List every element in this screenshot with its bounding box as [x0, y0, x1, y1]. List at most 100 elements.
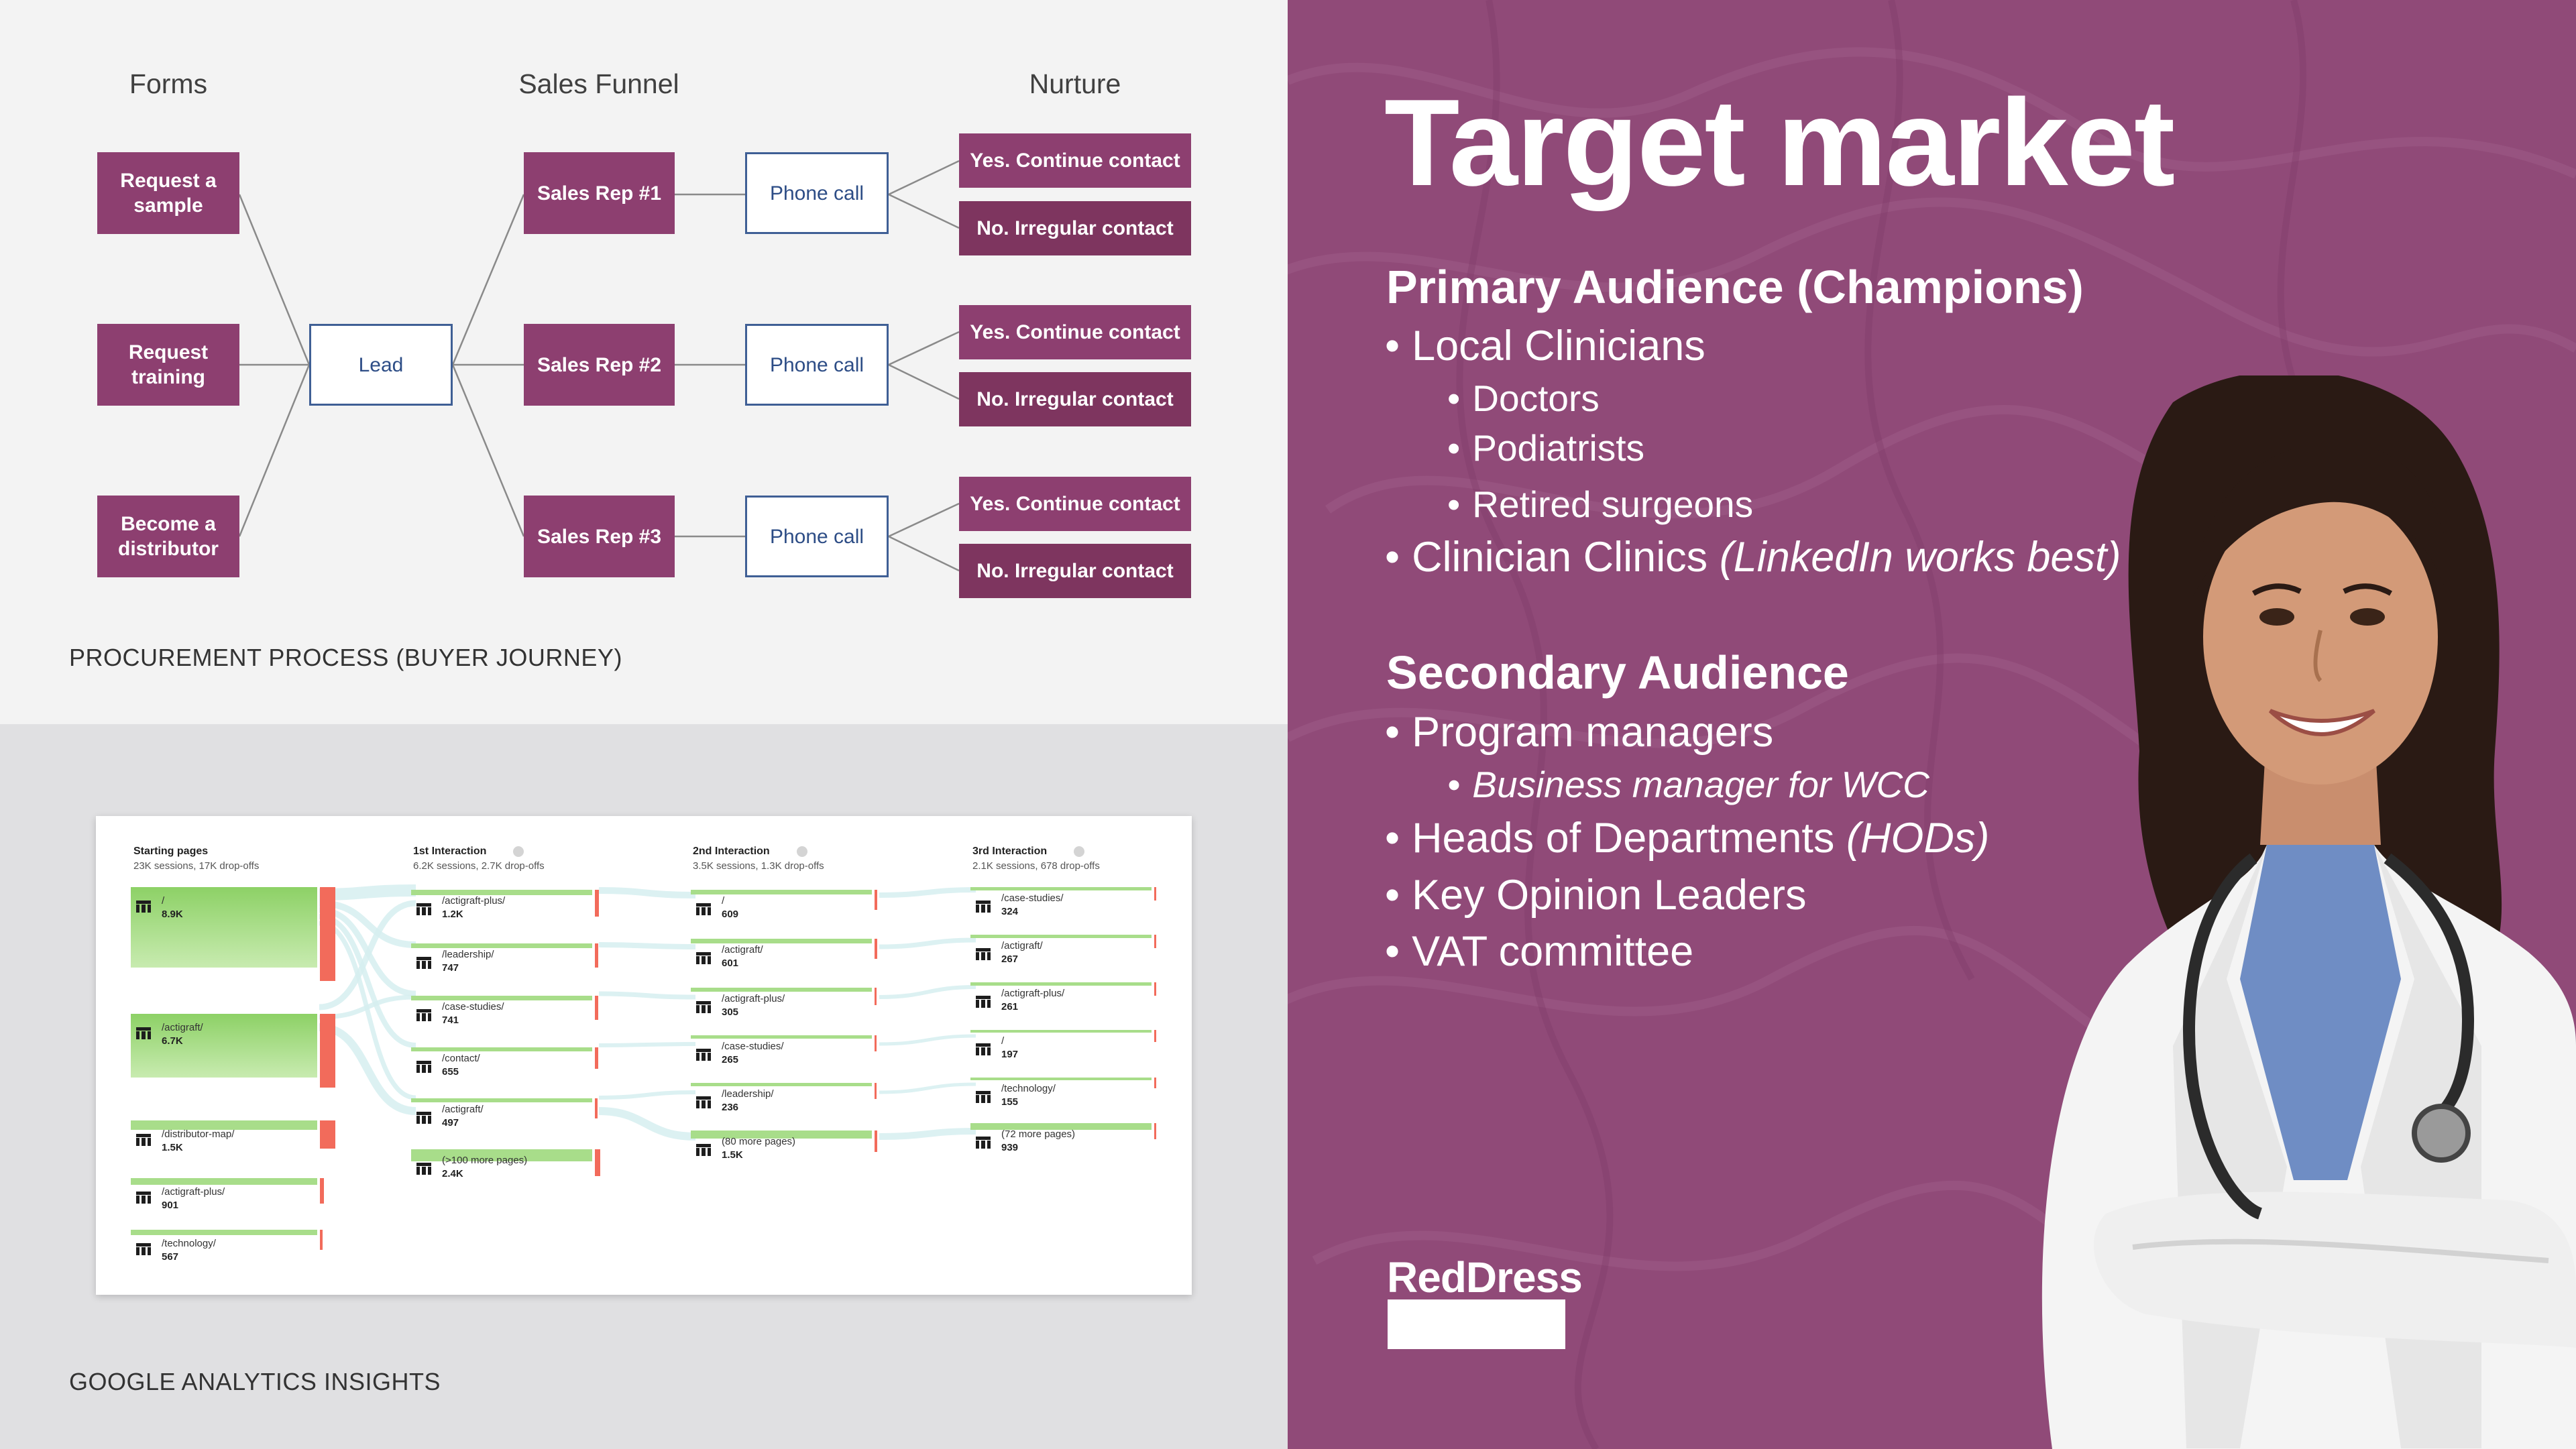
ga-page-label: /case-studies/: [442, 1001, 504, 1012]
ga-page-count: 609: [722, 909, 739, 920]
ga-page-label: /: [722, 895, 725, 907]
ga-page-count: 267: [1001, 953, 1019, 965]
phone-call-1: Phone call: [745, 152, 889, 234]
ga-dropoff-bar: [595, 996, 598, 1020]
bullet-text: Heads of Departments: [1412, 815, 1835, 862]
ga-first-node[interactable]: /case-studies/ 741: [411, 996, 600, 1028]
ga-col-second-label: 2nd Interaction: [693, 846, 770, 857]
bullet-dot: •: [1385, 928, 1400, 975]
ga-node-bar: [970, 1078, 1152, 1080]
ga-col-second-sub: 3.5K sessions, 1.3K drop-offs: [693, 860, 824, 872]
ga-third-node[interactable]: (72 more pages) 939: [970, 1123, 1160, 1155]
bullet-dot: •: [1385, 534, 1400, 581]
page-icon: [696, 1096, 711, 1108]
ga-page-count: 655: [442, 1066, 459, 1078]
ga-second-node[interactable]: /actigraft/ 601: [691, 939, 880, 971]
page-icon: [976, 901, 991, 913]
ga-col-third-label: 3rd Interaction: [972, 846, 1048, 857]
bullet-dot: •: [1447, 764, 1461, 805]
ga-dropoff-bar: [875, 939, 877, 959]
ga-page-label: (>100 more pages): [442, 1155, 528, 1166]
ga-second-node[interactable]: (80 more pages) 1.5K: [691, 1131, 880, 1163]
form-request-sample: Request a sample: [97, 152, 239, 234]
ga-start-bar: [131, 1014, 317, 1078]
brand-logo-bar: [1388, 1299, 1565, 1349]
ga-page-count: 261: [1001, 1001, 1019, 1012]
secondary-audience-heading: Secondary Audience: [1386, 646, 1849, 699]
ga-first-node[interactable]: /actigraft-plus/ 1.2K: [411, 890, 600, 922]
ga-page-label: /actigraft/: [162, 1022, 203, 1033]
page-icon: [416, 957, 431, 969]
bullet-key-opinion-leaders: •Key Opinion Leaders: [1385, 870, 1806, 921]
nurture-yes-3: Yes. Continue contact: [959, 477, 1191, 531]
ga-start-node[interactable]: /distributor-map/ 1.5K: [131, 1120, 335, 1154]
ga-third-node[interactable]: /actigraft/ 267: [970, 935, 1160, 967]
ga-page-label: /case-studies/: [1001, 892, 1064, 904]
ga-dropoff-bar: [320, 1014, 335, 1088]
ga-third-node[interactable]: /technology/ 155: [970, 1078, 1160, 1110]
ga-page-label: /: [162, 895, 165, 907]
ga-dropoff-bar: [1154, 887, 1156, 901]
ga-dropoff-bar: [875, 1035, 877, 1051]
ga-dropoff-bar: [1154, 1078, 1156, 1088]
ga-second-node[interactable]: /case-studies/ 265: [691, 1035, 880, 1067]
ga-start-bar: [131, 887, 317, 968]
page-icon: [696, 1144, 711, 1156]
page-icon: [976, 996, 991, 1008]
info-icon[interactable]: [796, 846, 807, 857]
phone-call-3: Phone call: [745, 496, 889, 577]
ga-node-bar: [970, 887, 1152, 890]
ga-second-node[interactable]: /actigraft-plus/ 305: [691, 988, 880, 1020]
page-icon: [696, 952, 711, 964]
ga-first-node[interactable]: /actigraft/ 497: [411, 1098, 600, 1131]
ga-page-count: 901: [162, 1200, 179, 1211]
ga-dropoff-bar: [875, 988, 877, 1005]
ga-page-label: /leadership/: [442, 949, 494, 960]
ga-page-label: /actigraft-plus/: [1001, 988, 1065, 999]
ga-page-count: 601: [722, 958, 739, 969]
info-icon[interactable]: [513, 846, 524, 857]
ga-start-node[interactable]: /actigraft/ 6.7K: [131, 1014, 335, 1088]
ga-page-count: 1.2K: [442, 909, 463, 920]
ga-page-count: 1.5K: [722, 1149, 743, 1161]
ga-col-first-title: 1st Interaction: [413, 844, 524, 858]
ga-first-node[interactable]: /leadership/ 747: [411, 943, 600, 976]
analytics-caption: GOOGLE ANALYTICS INSIGHTS: [69, 1368, 441, 1395]
ga-third-node[interactable]: / 197: [970, 1030, 1160, 1062]
page-icon: [416, 1009, 431, 1021]
ga-start-node[interactable]: /actigraft-plus/ 901: [131, 1178, 335, 1212]
ga-page-label: /: [1001, 1035, 1005, 1047]
page-icon: [976, 1137, 991, 1149]
ga-first-node[interactable]: (>100 more pages) 2.4K: [411, 1149, 600, 1181]
bullet-note: (HODs): [1846, 815, 1990, 862]
info-icon[interactable]: [1074, 846, 1085, 857]
nurture-yes-2: Yes. Continue contact: [959, 305, 1191, 359]
bullet-vat-committee: •VAT committee: [1385, 926, 1693, 977]
bullet-dot: •: [1447, 483, 1461, 525]
ga-page-label: /actigraft-plus/: [722, 993, 785, 1004]
ga-third-node[interactable]: /actigraft-plus/ 261: [970, 982, 1160, 1015]
ga-dropoff-bar: [595, 890, 599, 917]
sales-rep-3: Sales Rep #3: [524, 496, 675, 577]
ga-dropoff-bar: [320, 1230, 323, 1250]
ga-start-node[interactable]: /technology/ 567: [131, 1230, 335, 1263]
ga-page-label: /technology/: [1001, 1083, 1056, 1094]
ga-col-starting-title: Starting pages: [133, 846, 209, 857]
ga-node-bar: [691, 1083, 872, 1086]
ga-dropoff-bar: [875, 1083, 877, 1099]
ga-start-node[interactable]: / 8.9K: [131, 887, 335, 981]
page-icon: [136, 1192, 151, 1204]
ga-node-bar: [970, 1030, 1152, 1033]
ga-second-node[interactable]: /leadership/ 236: [691, 1083, 880, 1115]
sales-rep-1: Sales Rep #1: [524, 152, 675, 234]
ga-page-count: 747: [442, 962, 459, 974]
bullet-clinician-clinics: •Clinician Clinics (LinkedIn works best): [1385, 532, 2121, 583]
ga-first-node[interactable]: /contact/ 655: [411, 1047, 600, 1080]
ga-node-bar: [411, 1098, 592, 1102]
ga-page-count: 2.4K: [442, 1168, 463, 1179]
ga-node-bar: [691, 890, 872, 894]
ga-third-node[interactable]: /case-studies/ 324: [970, 887, 1160, 919]
form-request-training: Request training: [97, 324, 239, 406]
ga-col-third-title: 3rd Interaction: [972, 844, 1085, 858]
ga-second-node[interactable]: / 609: [691, 890, 880, 922]
